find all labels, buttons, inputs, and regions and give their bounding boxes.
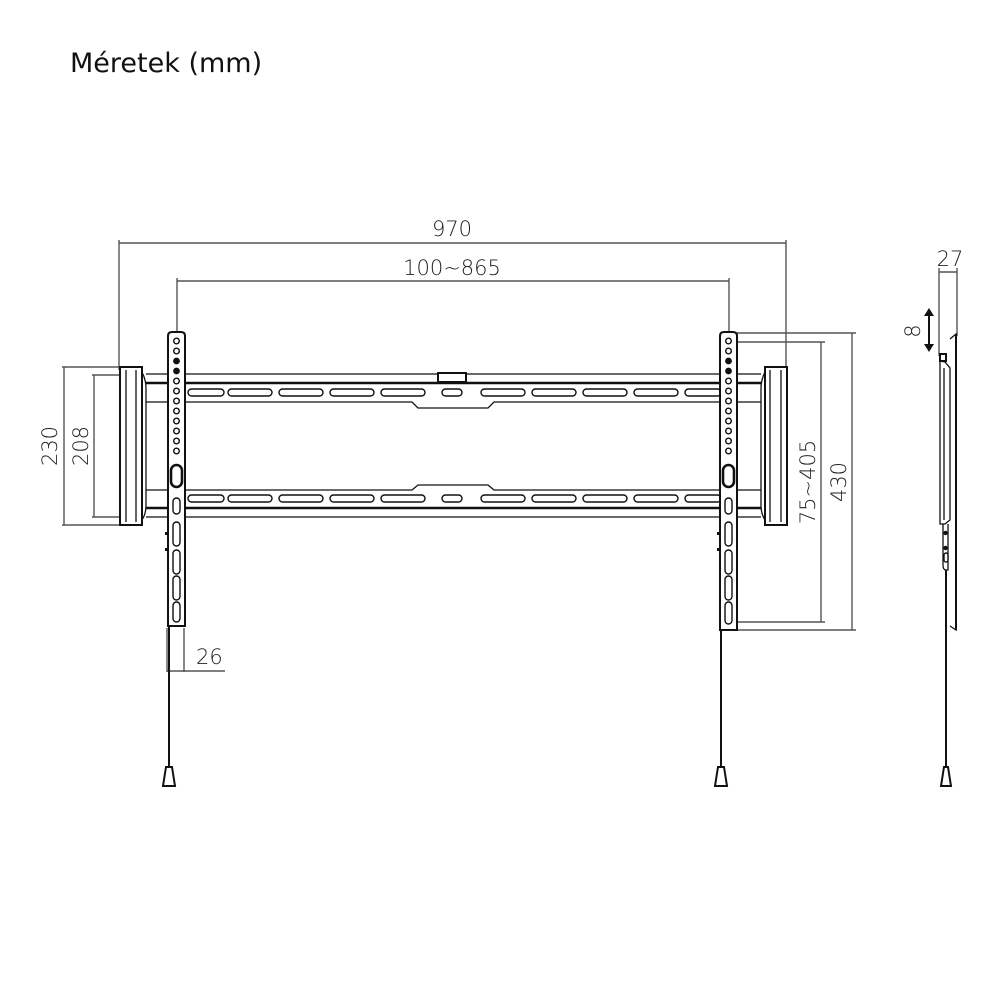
dim-label-vesa-width: 100~865: [403, 256, 501, 280]
dim-label-75-405: 75~405: [796, 440, 820, 524]
right-end-cap: [760, 366, 788, 526]
dim-label-970: 970: [432, 217, 472, 241]
dimension-vesa-height: 75~405 430: [732, 332, 856, 631]
dimension-vesa-width: 100~865: [176, 256, 730, 335]
vertical-adjust-arrow-icon: [924, 308, 934, 352]
dimension-970: 970: [118, 217, 787, 370]
left-end-cap: [119, 366, 147, 526]
side-view: 27 8: [901, 247, 964, 787]
left-vertical-arm: [161, 331, 186, 787]
dim-label-230: 230: [38, 426, 62, 466]
dim-label-208: 208: [69, 426, 93, 466]
bottom-rail-slots: [187, 494, 722, 503]
diagram-title: Méretek (mm): [70, 48, 263, 79]
bottom-rail: [146, 484, 761, 518]
dimension-rail-height: 230 208: [38, 366, 125, 526]
top-rail-slots: [187, 388, 722, 397]
dim-label-430: 430: [827, 462, 851, 502]
right-vertical-arm: [713, 331, 738, 787]
top-rail: [146, 372, 761, 409]
dimension-26: 26: [166, 628, 225, 672]
dim-label-8: 8: [901, 324, 925, 337]
dim-label-27: 27: [937, 247, 964, 271]
dim-label-26: 26: [196, 645, 223, 669]
